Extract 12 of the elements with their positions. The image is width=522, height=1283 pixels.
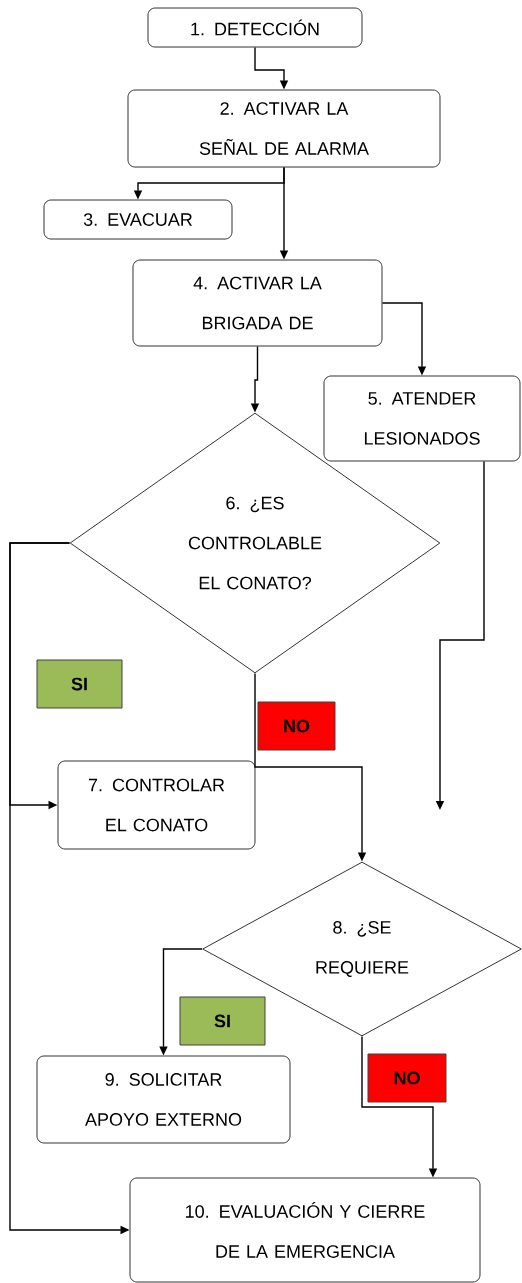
answer-tag: SI <box>179 996 266 1046</box>
answer-tag: NO <box>257 701 336 751</box>
process-box: 1. DETECCIÓN <box>147 7 363 48</box>
process-box: 5. ATENDER LESIONADOS <box>323 375 521 462</box>
answer-tag: NO <box>367 1053 447 1103</box>
process-box: 9. SOLICITAR APOYO EXTERNO <box>36 1055 291 1144</box>
process-box: 10. EVALUACIÓN Y CIERRE DE LA EMERGENCIA <box>129 1177 481 1283</box>
process-box: 7. CONTROLAR EL CONATO <box>57 760 256 850</box>
process-box: 2. ACTIVAR LA SEÑAL DE ALARMA <box>127 89 441 168</box>
process-box: 3. EVACUAR <box>43 199 233 240</box>
answer-tag: SI <box>36 659 123 709</box>
process-box: 4. ACTIVAR LA BRIGADA DE <box>132 259 383 347</box>
